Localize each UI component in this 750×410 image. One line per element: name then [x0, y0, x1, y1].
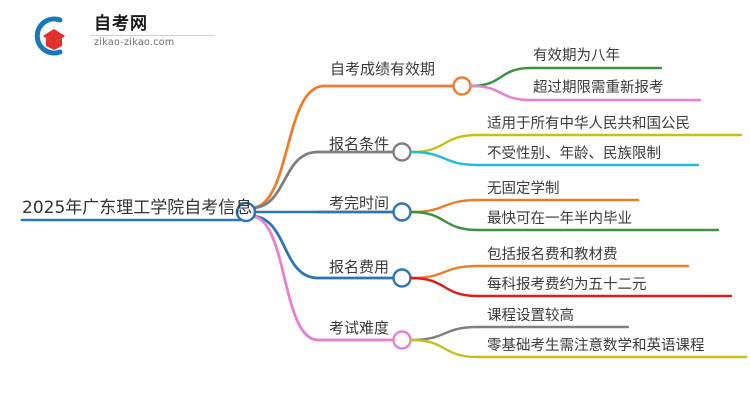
- branch-node-3: [392, 268, 412, 288]
- leaf-connector-4-0: [409, 325, 480, 342]
- leaf-connector-0-0: [469, 66, 533, 88]
- leaf-connector-2-1: [409, 210, 480, 232]
- leaf-connector-2-0: [409, 198, 480, 214]
- logo-subtitle: zikao-zikao.com: [94, 37, 175, 48]
- branch-label-3[interactable]: 报名费用: [329, 258, 390, 276]
- logo-divider: [90, 35, 214, 36]
- branch-node-2: [392, 202, 412, 222]
- leaf-label-4-0[interactable]: 课程设置较高: [487, 308, 574, 324]
- logo-mark-icon: [30, 14, 76, 58]
- branch-node-1: [392, 142, 412, 162]
- leaf-connector-3-1: [409, 276, 480, 298]
- branch-label-1[interactable]: 报名条件: [329, 135, 390, 153]
- branch-node-4: [392, 330, 412, 350]
- branch-connector-4: [249, 214, 320, 342]
- leaf-connector-4-1: [409, 338, 480, 359]
- branch-label-4[interactable]: 考试难度: [329, 319, 390, 337]
- leaf-connector-1-0: [409, 133, 480, 154]
- branch-label-2[interactable]: 考完时间: [329, 194, 390, 212]
- leaf-connector-1-1: [409, 150, 480, 167]
- leaf-connector-0-1: [469, 84, 533, 102]
- branch-connector-3: [249, 214, 320, 280]
- branch-node-0: [452, 76, 472, 96]
- branch-label-0[interactable]: 自考成绩有效期: [330, 60, 436, 78]
- leaf-label-2-1[interactable]: 最快可在一年半内毕业: [487, 211, 632, 227]
- leaf-label-0-0[interactable]: 有效期为八年: [533, 48, 620, 64]
- leaf-label-3-0[interactable]: 包括报名费和教材费: [487, 247, 618, 263]
- leaf-label-2-0[interactable]: 无固定学制: [487, 181, 560, 197]
- logo-text-block: 自考网 zikao-zikao.com: [90, 14, 215, 49]
- logo-title: 自考网: [94, 14, 148, 34]
- leaf-label-3-1[interactable]: 每科报考费约为五十二元: [487, 277, 647, 293]
- leaf-label-4-1[interactable]: 零基础考生需注意数学和英语课程: [487, 338, 705, 354]
- root-node-label[interactable]: 2025年广东理工学院自考信息: [22, 198, 253, 218]
- site-logo: 自考网 zikao-zikao.com: [30, 12, 215, 60]
- branch-connector-0: [249, 84, 326, 210]
- branch-connector-1: [249, 150, 320, 210]
- leaf-label-1-1[interactable]: 不受性别、年龄、民族限制: [487, 146, 661, 162]
- leaf-label-1-0[interactable]: 适用于所有中华人民共和国公民: [487, 116, 690, 132]
- leaf-connector-3-0: [409, 264, 480, 280]
- leaf-label-0-1[interactable]: 超过期限需重新报考: [533, 80, 664, 96]
